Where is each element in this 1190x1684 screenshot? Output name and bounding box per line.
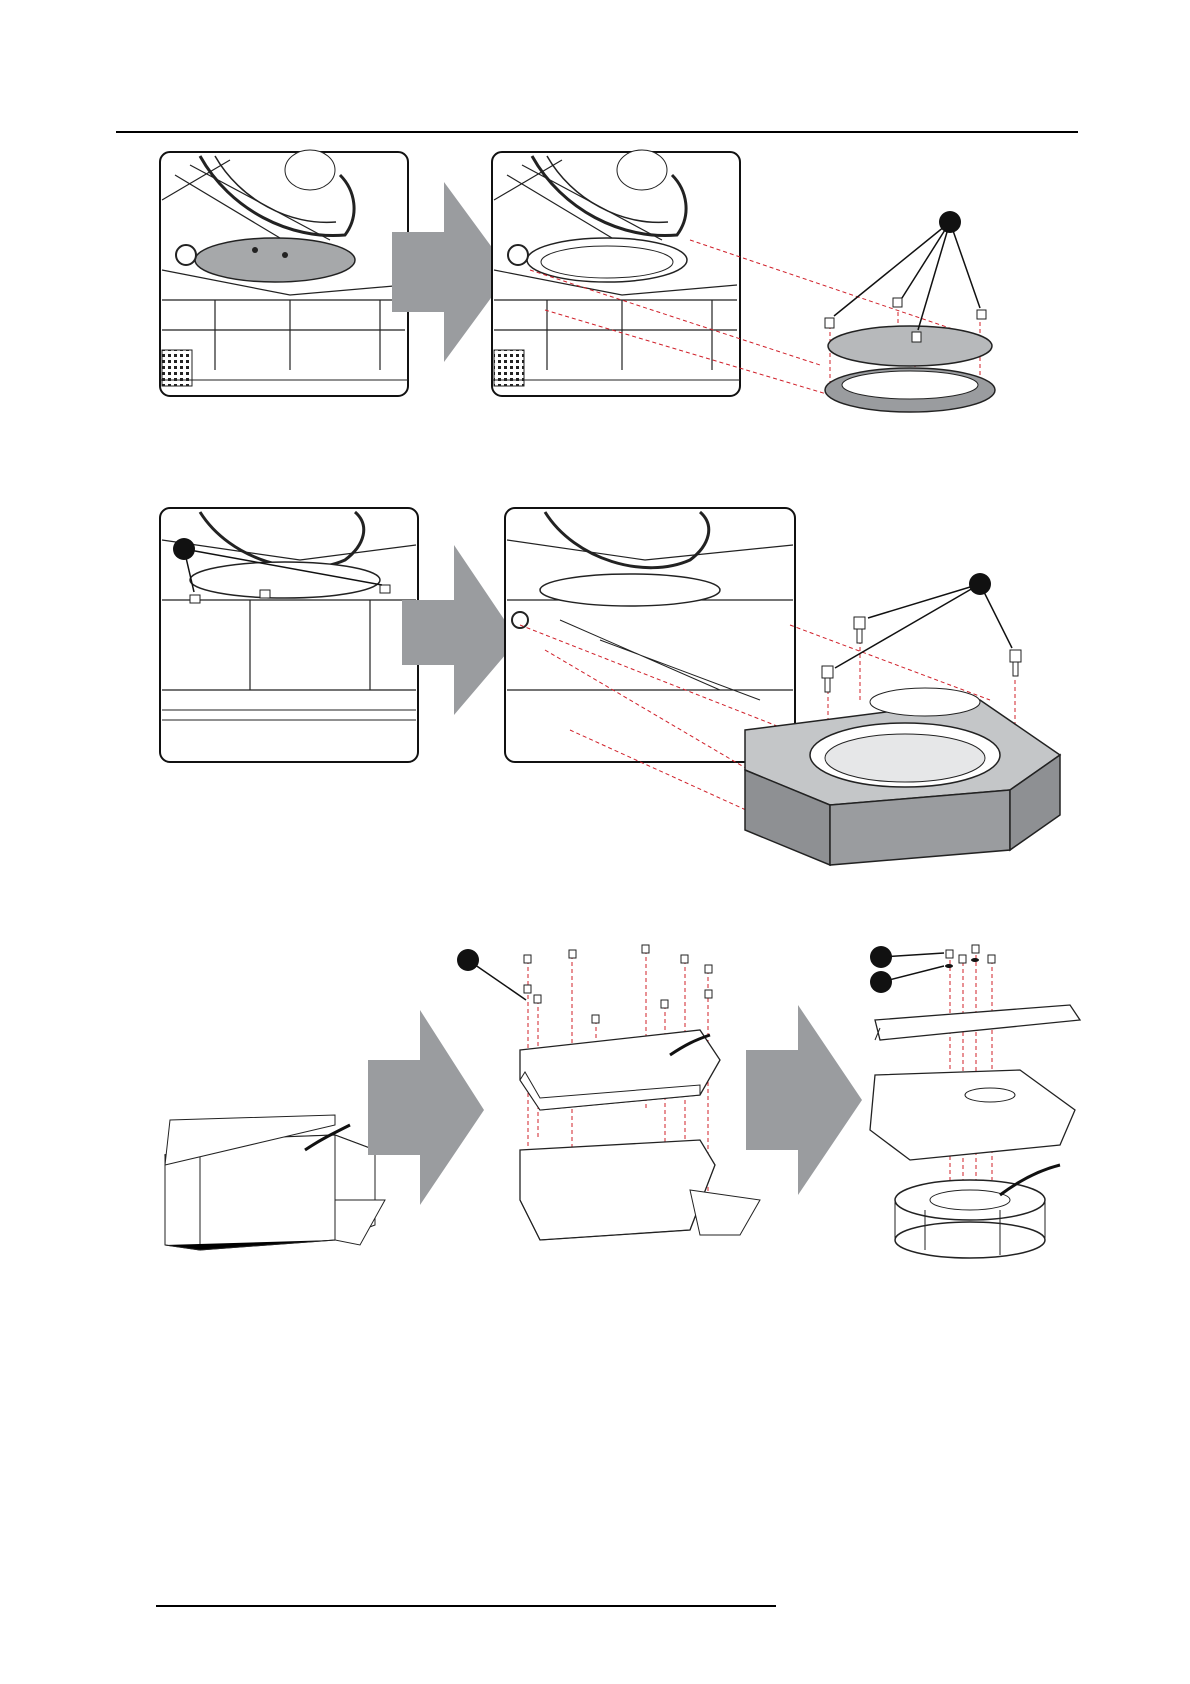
screw-icon	[524, 945, 712, 1023]
step-2-frame-before	[160, 508, 418, 762]
screw-icon	[822, 617, 1021, 692]
step-1-frame-after	[492, 150, 740, 396]
step-2-figure	[160, 508, 1060, 865]
step-1-figure	[160, 150, 995, 412]
callout-dot-icon	[939, 211, 961, 233]
callout-dot-icon	[870, 971, 892, 993]
callout-dot-icon	[870, 946, 892, 968]
step-3-assembled-box	[165, 1115, 385, 1250]
footer-rule	[156, 1605, 776, 1607]
arrow-right-icon	[402, 545, 518, 715]
callout-dot-icon	[969, 573, 991, 595]
step-3-figure	[165, 945, 1080, 1258]
screw-icon	[946, 945, 995, 963]
step-2-frame-after	[505, 508, 795, 762]
arrow-right-icon	[746, 1005, 862, 1195]
callout-dot-icon	[457, 949, 479, 971]
step-3-exploded-top	[457, 945, 760, 1240]
step-3-exploded-fan	[870, 945, 1080, 1258]
step-1-frame-before	[160, 150, 408, 396]
callout-dot-icon	[173, 538, 195, 560]
arrow-right-icon	[368, 1010, 484, 1205]
